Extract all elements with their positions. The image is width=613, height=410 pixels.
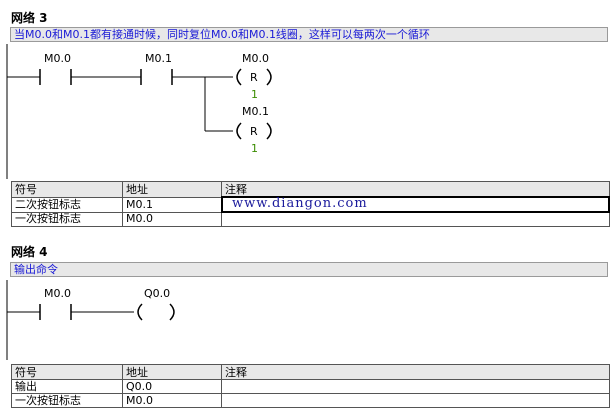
contact-m0-1[interactable]: M0.1 [140, 52, 173, 85]
network-4-ladder: M0.0 Q0.0 [6, 280, 175, 360]
coil-reset-m0-1[interactable]: M0.1 R 1 [236, 105, 272, 155]
network-4-symbol-table: 符号 地址 注释 输出 Q0.0 一次按钮标志 M0.0 [11, 364, 610, 408]
network-3-title[interactable]: 网络 3 [11, 11, 48, 25]
symbol-cell[interactable]: 输出 [11, 379, 123, 394]
coil-type: R [250, 125, 258, 138]
comment-cell[interactable] [220, 196, 610, 213]
table-header-row: 符号 地址 注释 [11, 364, 610, 380]
symbol-cell[interactable]: 一次按钮标志 [11, 211, 123, 227]
comment-cell[interactable] [221, 379, 610, 394]
column-header-address: 地址 [122, 364, 222, 380]
contact-label: M0.0 [44, 52, 71, 65]
address-cell[interactable]: M0.1 [122, 196, 222, 213]
network-4-comment[interactable]: 输出命令 [10, 262, 608, 277]
coil-label: M0.0 [242, 52, 269, 65]
table-row[interactable]: 一次按钮标志 M0.0 [11, 211, 610, 227]
column-header-comment: 注释 [221, 364, 610, 380]
contact-label: M0.0 [44, 287, 71, 300]
address-cell[interactable]: M0.0 [122, 211, 222, 227]
address-cell[interactable]: M0.0 [122, 393, 222, 408]
contact-m0-0[interactable]: M0.0 [39, 52, 72, 85]
coil-value: 1 [251, 142, 258, 155]
network-3-symbol-table: 符号 地址 注释 二次按钮标志 M0.1 一次按钮标志 M0.0 [11, 181, 610, 227]
address-cell[interactable]: Q0.0 [122, 379, 222, 394]
contact-label: M0.1 [145, 52, 172, 65]
symbol-cell[interactable]: 二次按钮标志 [11, 196, 123, 213]
coil-type: R [250, 71, 258, 84]
comment-cell[interactable] [221, 393, 610, 408]
symbol-cell[interactable]: 一次按钮标志 [11, 393, 123, 408]
coil-label: M0.1 [242, 105, 269, 118]
coil-reset-m0-0[interactable]: M0.0 R 1 [236, 52, 272, 101]
coil-value: 1 [251, 88, 258, 101]
coil-label: Q0.0 [144, 287, 170, 300]
column-header-symbol: 符号 [11, 364, 123, 380]
table-row[interactable]: 二次按钮标志 M0.1 [11, 196, 610, 213]
network-4-title[interactable]: 网络 4 [11, 245, 48, 259]
column-header-address: 地址 [122, 181, 222, 198]
table-row[interactable]: 输出 Q0.0 [11, 379, 610, 394]
comment-cell[interactable] [221, 211, 610, 227]
contact-m0-0[interactable]: M0.0 [39, 287, 72, 320]
network-3-comment[interactable]: 当M0.0和M0.1都有接通时候，同时复位M0.0和M0.1线圈，这样可以每两次… [10, 27, 608, 42]
watermark-text: www.diangon.com [232, 196, 368, 211]
column-header-symbol: 符号 [11, 181, 123, 198]
table-row[interactable]: 一次按钮标志 M0.0 [11, 393, 610, 408]
coil-q0-0[interactable]: Q0.0 [137, 287, 175, 321]
column-header-comment: 注释 [221, 181, 610, 198]
table-header-row: 符号 地址 注释 [11, 181, 610, 198]
network-3-ladder: M0.0 M0.1 M0.0 R 1 M0.1 R 1 [6, 44, 272, 179]
